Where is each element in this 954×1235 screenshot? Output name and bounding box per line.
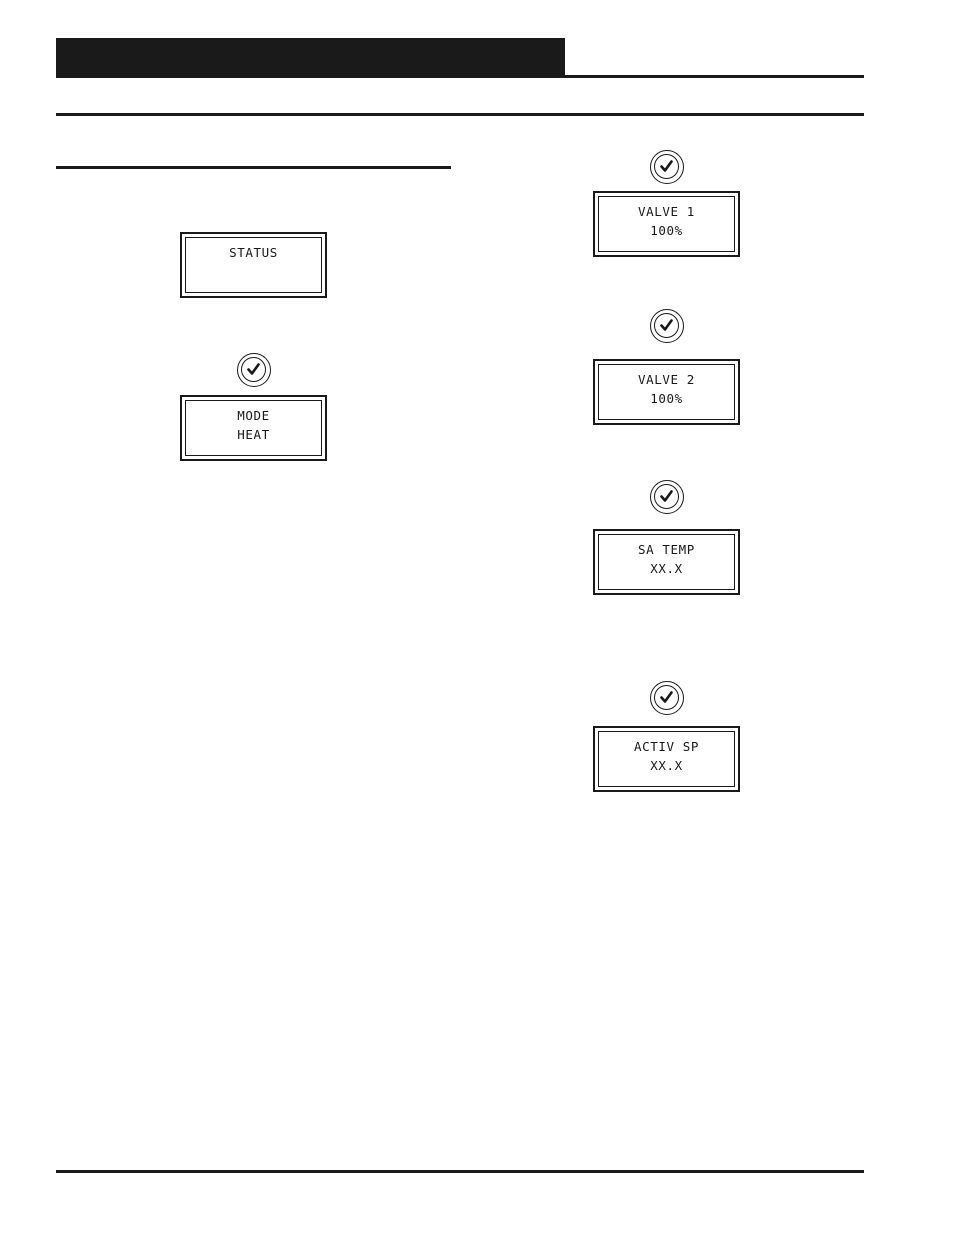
- check-button[interactable]: [650, 480, 684, 514]
- lcd-line-2: XX.X: [650, 758, 683, 773]
- section-heading-rule: [56, 166, 451, 169]
- check-button-ring: [241, 357, 266, 382]
- lcd-display-sa-temp: SA TEMP XX.X: [593, 529, 740, 595]
- lcd-display-mode: MODE HEAT: [180, 395, 327, 461]
- check-icon: [660, 490, 673, 502]
- lcd-screen: ACTIV SP XX.X: [598, 731, 735, 787]
- check-button[interactable]: [237, 353, 271, 387]
- check-button[interactable]: [650, 150, 684, 184]
- lcd-screen: SA TEMP XX.X: [598, 534, 735, 590]
- footer-rule: [56, 1170, 864, 1173]
- check-button[interactable]: [650, 309, 684, 343]
- lcd-display-valve-2: VALVE 2 100%: [593, 359, 740, 425]
- lcd-line-1: ACTIV SP: [633, 739, 699, 754]
- check-button-ring: [654, 154, 679, 179]
- lcd-screen: MODE HEAT: [185, 400, 322, 456]
- lcd-line-2: HEAT: [237, 427, 270, 442]
- lcd-line-1: SA TEMP: [638, 542, 695, 557]
- lcd-line-1: STATUS: [229, 245, 278, 260]
- check-icon: [660, 160, 673, 172]
- lcd-line-2: 100%: [650, 391, 683, 406]
- lcd-display-activ-sp: ACTIV SP XX.X: [593, 726, 740, 792]
- lcd-display-valve-1: VALVE 1 100%: [593, 191, 740, 257]
- check-button-ring: [654, 685, 679, 710]
- check-icon: [247, 363, 260, 375]
- lcd-line-1: MODE: [237, 408, 270, 423]
- header-rule: [56, 75, 864, 78]
- lcd-line-1: VALVE 1: [638, 204, 695, 219]
- lcd-screen: VALVE 1 100%: [598, 196, 735, 252]
- lcd-line-2: 100%: [650, 223, 683, 238]
- lcd-screen: VALVE 2 100%: [598, 364, 735, 420]
- lcd-line-1: VALVE 2: [638, 372, 695, 387]
- check-button-ring: [654, 313, 679, 338]
- check-icon: [660, 319, 673, 331]
- header-underline-rule: [56, 113, 864, 116]
- check-button-ring: [654, 484, 679, 509]
- check-button[interactable]: [650, 681, 684, 715]
- header-bar: [56, 38, 565, 78]
- lcd-display-status: STATUS: [180, 232, 327, 298]
- check-icon: [660, 691, 673, 703]
- lcd-screen: STATUS: [185, 237, 322, 293]
- lcd-line-2: XX.X: [650, 561, 683, 576]
